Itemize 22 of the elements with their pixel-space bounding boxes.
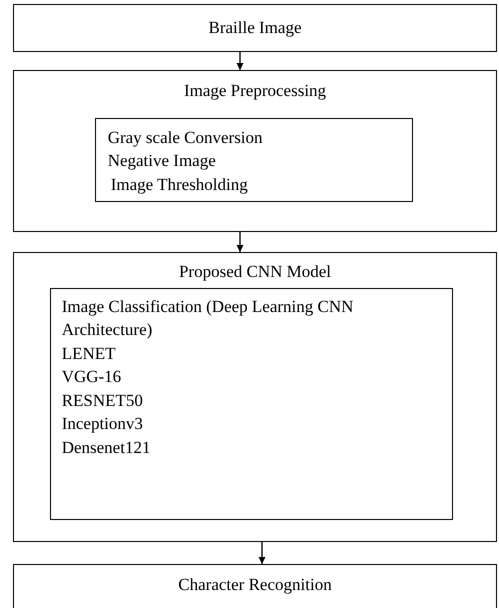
box-title: Character Recognition (177, 574, 333, 596)
list-item: VGG-16 (62, 366, 122, 388)
process-box (13, 4, 497, 52)
box-title: Proposed CNN Model (178, 261, 332, 283)
list-item: Negative Image (108, 150, 216, 172)
arrow (236, 52, 244, 70)
arrow (236, 232, 244, 252)
list-item: Inceptionv3 (62, 413, 143, 436)
list-item: RESNET50 (62, 390, 143, 412)
inner-box (94, 118, 413, 202)
inner-box (50, 288, 453, 520)
list-item: Image Thresholding (110, 174, 248, 196)
box-title: Image Preprocessing (182, 80, 328, 102)
process-box (13, 564, 497, 608)
arrow (258, 542, 266, 564)
box-title: Braille Image (208, 17, 302, 39)
process-box (13, 252, 497, 542)
list-item: LENET (62, 342, 116, 365)
list-item: Densenet121 (62, 436, 150, 459)
process-box (13, 70, 497, 232)
list-item: Gray scale Conversion (108, 126, 263, 149)
list-item: Image Classification (Deep Learning CNN Architecture) (62, 296, 354, 342)
